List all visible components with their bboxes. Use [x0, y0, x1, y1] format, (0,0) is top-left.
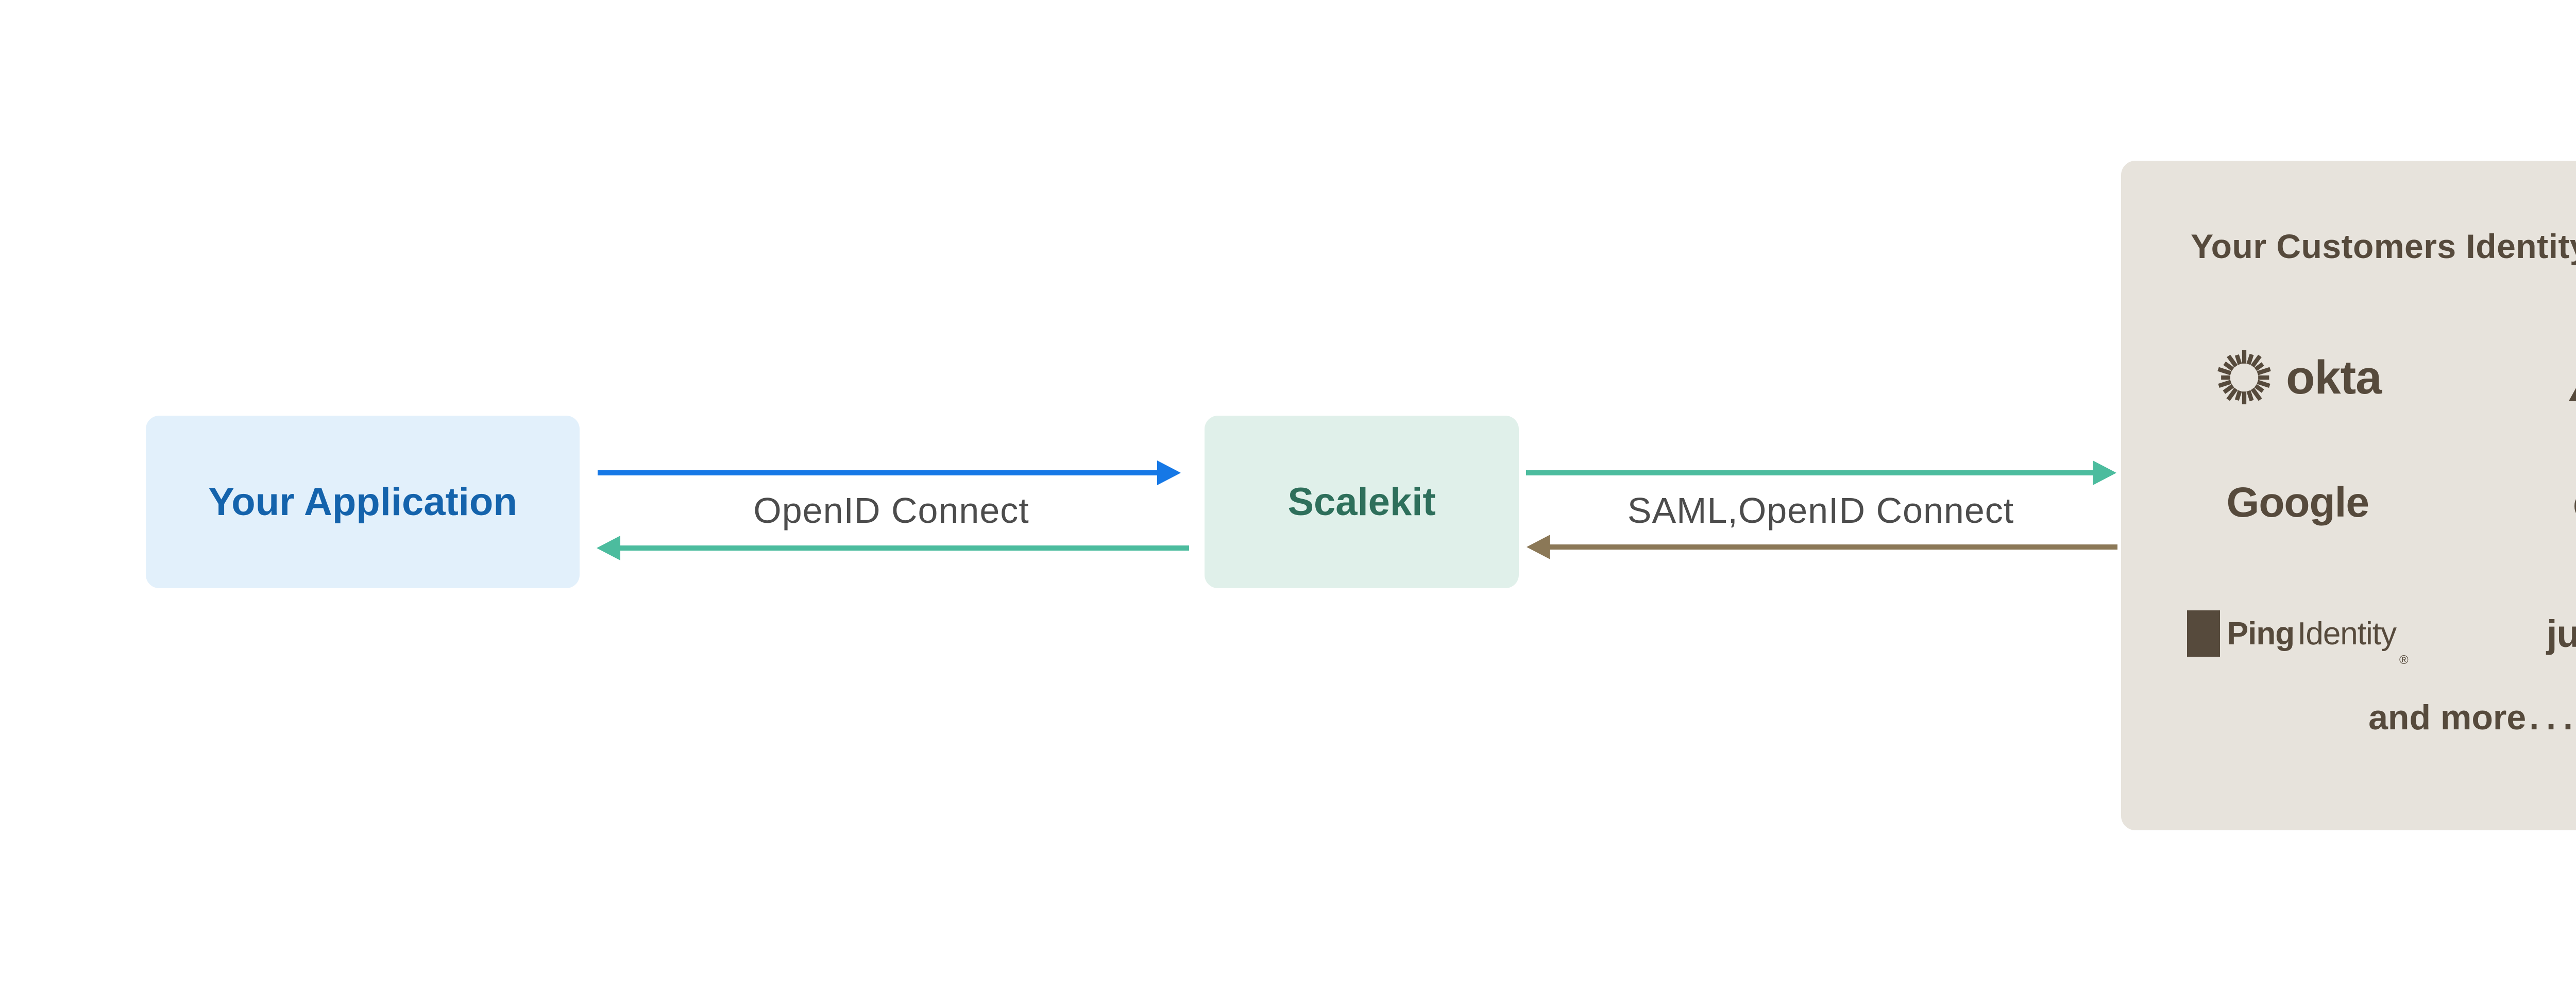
scalekit-label: Scalekit: [1287, 480, 1436, 524]
scalekit-box: Scalekit: [1205, 416, 1519, 588]
okta-wordmark: okta: [2286, 351, 2382, 404]
okta-sunburst-icon: [2217, 350, 2271, 404]
onelogin-wordmark: onelogin: [2573, 480, 2576, 526]
arrow-left-head-icon: [597, 536, 620, 560]
arrow-scalekit-to-idp: [1526, 460, 2116, 485]
arrow-shaft: [1526, 470, 2096, 475]
idp-jumpcloud: jumpcloud TM: [2475, 587, 2576, 680]
arrow-idp-to-scalekit: [1527, 535, 2117, 559]
idp-row-2: Google onelogin: [2121, 456, 2576, 549]
idp-row-more: and more ...: [2121, 697, 2576, 790]
pingidentity-wordmark-bold: Ping: [2227, 616, 2295, 652]
arrow-shaft: [617, 545, 1189, 551]
flow-label-saml-openid-connect: SAML,OpenID Connect: [1627, 490, 2014, 531]
arrow-app-to-scalekit: [598, 460, 1181, 485]
your-application-box: Your Application: [146, 416, 580, 588]
and-more-text: and more: [2368, 698, 2527, 737]
arrow-left-head-icon: [1527, 535, 1550, 559]
google-wordmark: Google: [2226, 479, 2369, 526]
idp-onelogin: onelogin: [2475, 456, 2576, 549]
flow-label-openid-connect: OpenID Connect: [753, 490, 1029, 531]
pingidentity-wordmark-light: Identity: [2297, 616, 2397, 652]
arrow-shaft: [1547, 544, 2117, 550]
and-more-dots: ...: [2529, 698, 2576, 737]
idp-okta: okta: [2121, 331, 2475, 424]
pingidentity-square-icon: [2187, 610, 2220, 657]
idp-row-1: okta Azure: [2121, 331, 2576, 424]
registered-mark: ®: [2399, 653, 2409, 667]
and-more: and more ...: [2121, 697, 2576, 790]
idp-google: Google: [2121, 456, 2475, 549]
arrow-shaft: [598, 470, 1160, 475]
arrow-right-head-icon: [2093, 460, 2116, 485]
your-application-label: Your Application: [208, 480, 517, 524]
identity-providers-panel: Your Customers Identity Providers: [2121, 161, 2576, 830]
arrow-scalekit-to-app: [597, 536, 1189, 560]
idp-azure: Azure: [2475, 331, 2576, 424]
azure-triangle-icon: [2568, 388, 2576, 401]
idp-row-3: Ping Identity ® jumpcloud TM: [2121, 587, 2576, 680]
idp-pingidentity: Ping Identity ®: [2121, 587, 2475, 680]
jumpcloud-wordmark: jumpcloud: [2546, 612, 2576, 655]
panel-title: Your Customers Identity Providers: [2191, 227, 2576, 265]
arrow-right-head-icon: [1157, 460, 1181, 485]
